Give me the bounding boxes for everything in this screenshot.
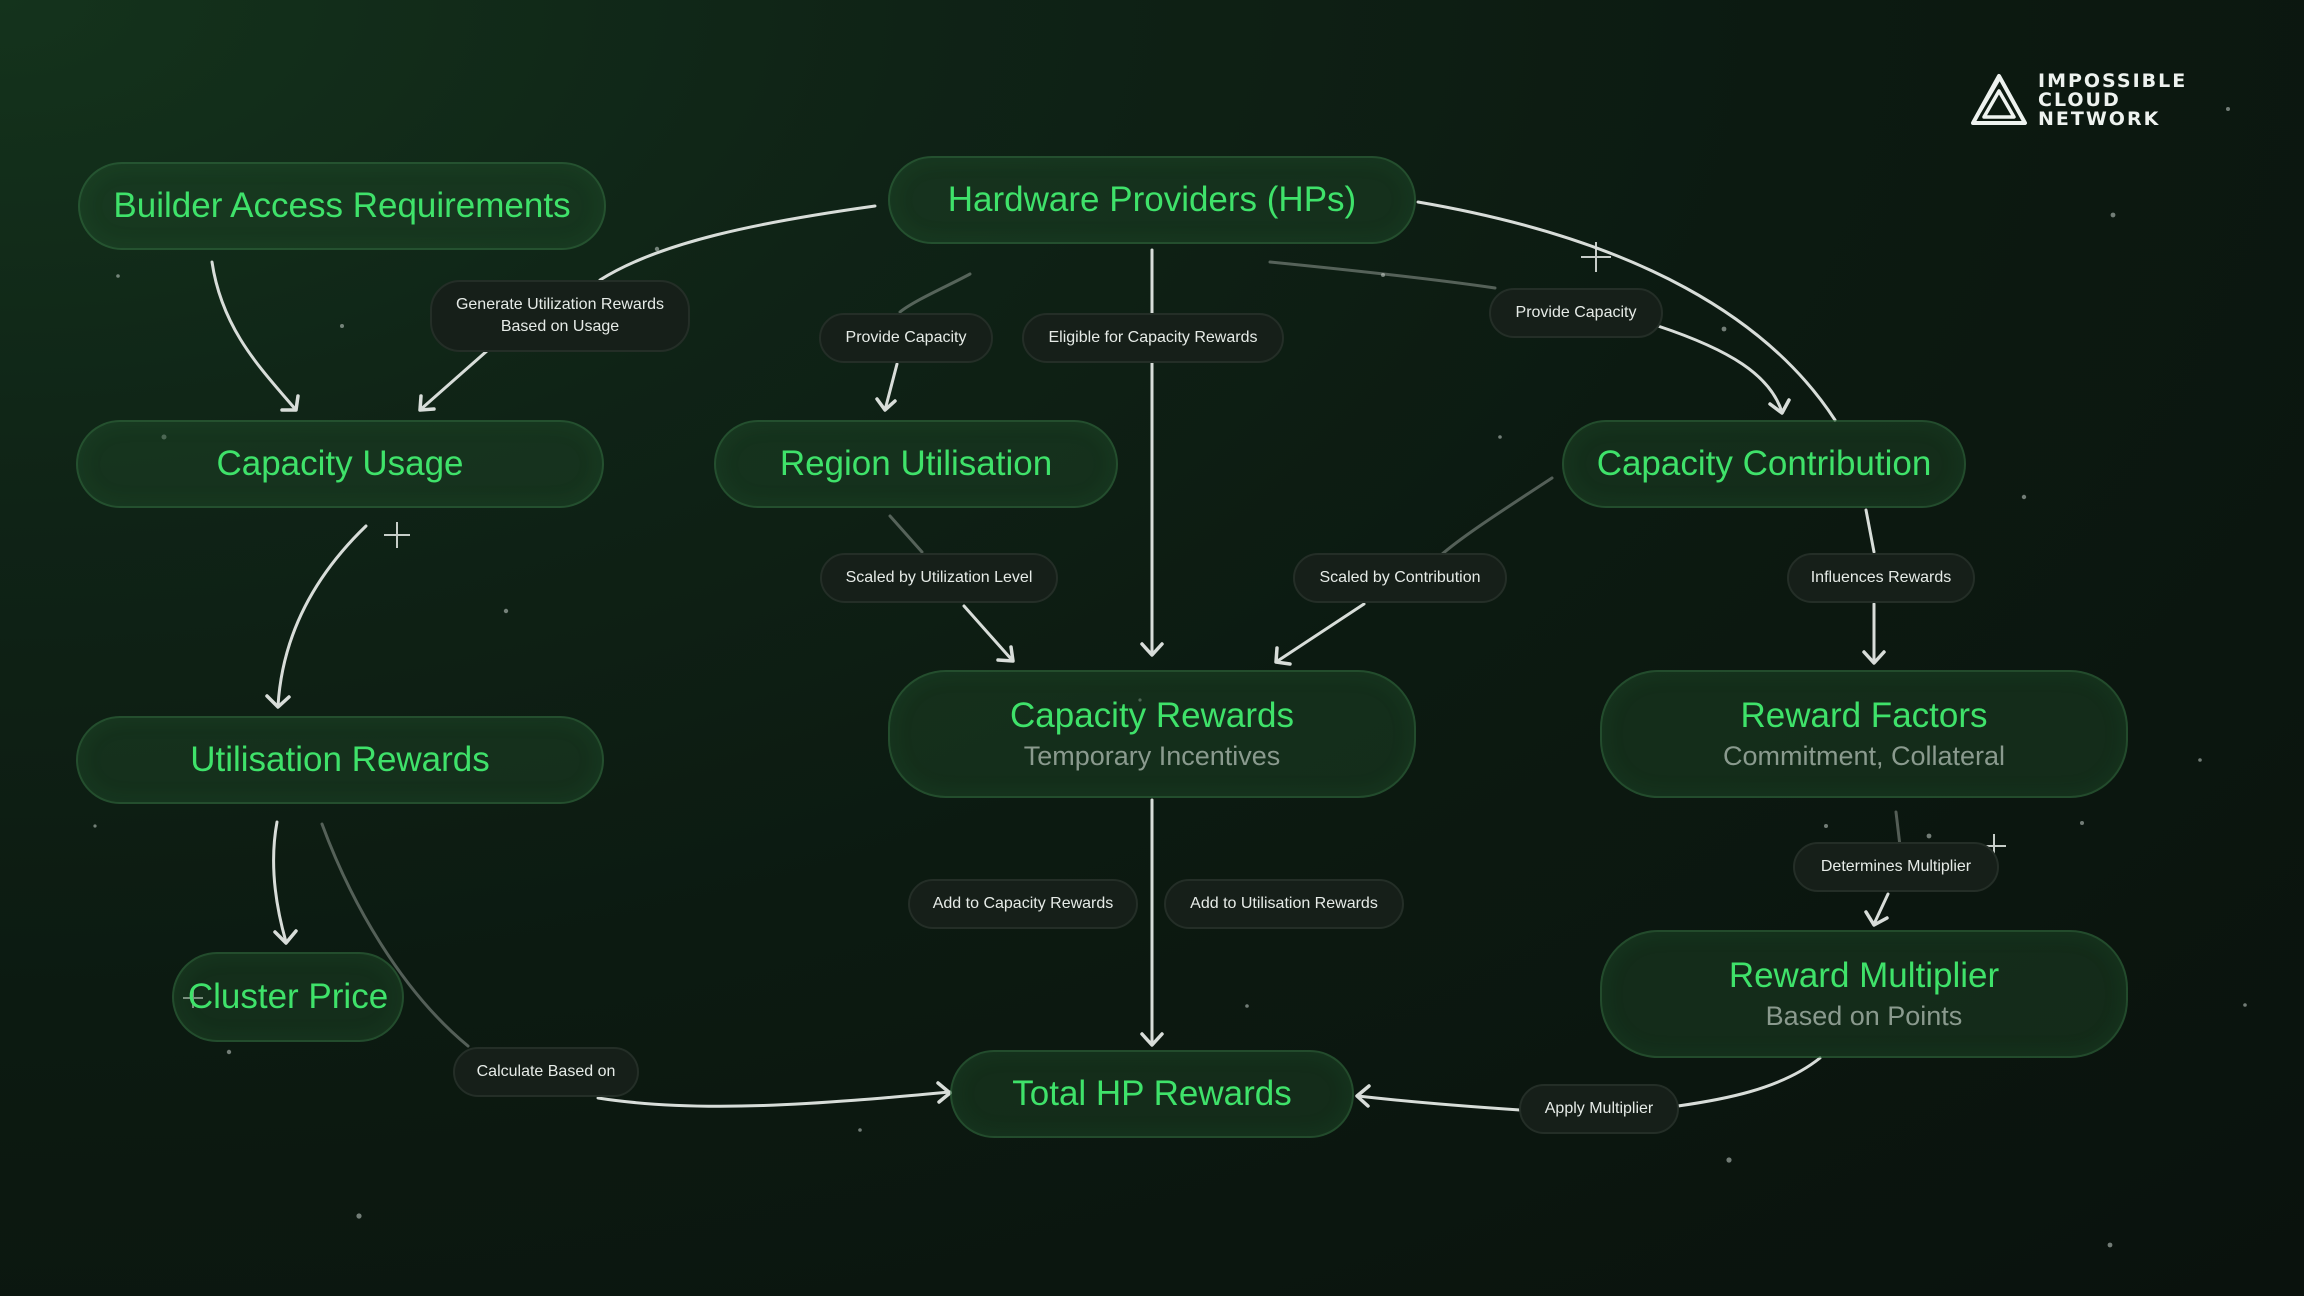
edge-generate-to-usage: [418, 348, 490, 412]
node-utilisation-rewards: Utilisation Rewards: [76, 716, 604, 804]
edge-usage-to-utilisation: [276, 524, 368, 708]
edge-apply-to-total: [1356, 1094, 1522, 1112]
edge-multiplier-to-apply: [1676, 1056, 1822, 1108]
edge-label-text: Scaled by Utilization Level: [845, 569, 1033, 586]
edge-scaled-contribution-to-rewards: [1274, 602, 1366, 664]
node-title: Region Utilisation: [779, 444, 1053, 483]
node-reward-multiplier: Reward Multiplier Based on Points: [1600, 930, 2128, 1058]
arrowhead-utilisation-to-cluster: [273, 929, 298, 945]
edge-label-provide-capacity-right: Provide Capacity: [1489, 288, 1663, 338]
arrowhead-contribution-to-factors: [1862, 650, 1886, 665]
edge-label-text: Add to Capacity Rewards: [932, 895, 1114, 912]
node-capacity-rewards: Capacity Rewards Temporary Incentives: [888, 670, 1416, 798]
brand-line-1: IMPOSSIBLE: [2038, 70, 2188, 92]
edge-label-provide-capacity-left: Provide Capacity: [819, 313, 993, 363]
edge-label-text: Scaled by Contribution: [1319, 569, 1481, 586]
arrowhead-apply-to-total: [1355, 1084, 1371, 1108]
edge-factors-to-determines-faint: [1894, 810, 1902, 848]
impossible-cloud-network-logo-icon: [1971, 73, 2027, 125]
edge-label-text: Influences Rewards: [1810, 569, 1952, 586]
node-hardware-providers: Hardware Providers (HPs): [888, 156, 1416, 244]
arrowhead-usage-to-utilisation: [265, 694, 291, 709]
arrowhead-hp-to-capacity-rewards: [1140, 642, 1164, 657]
edge-hp-to-region-faint: [898, 272, 972, 314]
edge-label-scaled-contribution: Scaled by Contribution: [1293, 553, 1507, 603]
edge-label-apply-multiplier: Apply Multiplier: [1519, 1084, 1679, 1134]
arrowhead-determines-to-multiplier: [1864, 910, 1889, 927]
node-title: Cluster Price: [187, 977, 389, 1016]
node-title: Capacity Contribution: [1596, 444, 1932, 483]
edge-provide-to-contribution: [1656, 324, 1784, 414]
node-title: Builder Access Requirements: [113, 186, 571, 225]
edge-calculate-to-total: [596, 1090, 952, 1108]
brand-logo: IMPOSSIBLE CLOUD NETWORK: [1970, 72, 2187, 129]
arrowhead-provide-to-contribution: [1768, 398, 1791, 415]
arrowhead-scaled-to-capacity-rewards: [996, 645, 1015, 663]
edge-contribution-to-scaled-faint: [1438, 476, 1554, 558]
arrowhead-generate-to-usage: [418, 394, 436, 412]
node-builder-access-requirements: Builder Access Requirements: [78, 162, 606, 250]
edge-label-text: Determines Multiplier: [1820, 858, 1972, 875]
edge-scaled-to-capacity-rewards: [962, 604, 1014, 662]
edge-builder-to-usage: [210, 260, 298, 412]
node-capacity-contribution: Capacity Contribution: [1562, 420, 1966, 508]
node-title: Capacity Rewards: [1010, 696, 1294, 735]
edge-label-text: Eligible for Capacity Rewards: [1048, 329, 1258, 346]
node-cluster-price: Cluster Price: [172, 952, 404, 1042]
node-subtitle: Commitment, Collateral: [1722, 741, 2006, 771]
edge-hp-to-usage: [598, 204, 877, 282]
node-title: Reward Multiplier: [1728, 956, 2000, 995]
arrowhead-builder-to-usage: [280, 394, 300, 412]
edge-label-scaled-utilization: Scaled by Utilization Level: [820, 553, 1058, 603]
brand-line-3: NETWORK: [2038, 108, 2161, 130]
edge-hp-to-contribution-arc: [1416, 200, 1837, 422]
arrowhead-capacity-rewards-to-total: [1140, 1032, 1164, 1047]
edge-label-add-utilisation-rewards: Add to Utilisation Rewards: [1164, 879, 1404, 929]
edge-determines-to-multiplier: [1872, 892, 1890, 926]
node-title: Reward Factors: [1740, 696, 1988, 735]
node-capacity-usage: Capacity Usage: [76, 420, 604, 508]
node-title: Total HP Rewards: [1012, 1074, 1292, 1113]
edge-label-eligible-capacity-rewards: Eligible for Capacity Rewards: [1022, 313, 1284, 363]
edge-utilisation-to-cluster: [272, 820, 288, 944]
edge-region-to-scaled-faint: [888, 514, 924, 554]
node-title: Hardware Providers (HPs): [947, 180, 1357, 219]
edge-label-influences-rewards: Influences Rewards: [1787, 553, 1975, 603]
edge-provide-to-region: [883, 362, 899, 412]
node-title: Capacity Usage: [216, 444, 464, 483]
edge-contribution-to-factors: [1864, 508, 1876, 664]
edge-label-text: Calculate Based on: [476, 1063, 616, 1080]
edge-label-text: Add to Utilisation Rewards: [1190, 895, 1378, 912]
brand-line-2: CLOUD: [2038, 89, 2121, 111]
node-region-utilisation: Region Utilisation: [714, 420, 1118, 508]
edge-label-determines-multiplier: Determines Multiplier: [1793, 842, 1999, 892]
edge-label-line-1: Generate Utilization Rewards: [455, 296, 665, 313]
edge-label-line-2: Based on Usage: [500, 318, 620, 335]
edge-label-text: Apply Multiplier: [1544, 1100, 1654, 1117]
arrowhead-provide-to-region: [875, 397, 897, 412]
edge-label-add-capacity-rewards: Add to Capacity Rewards: [908, 879, 1138, 929]
edge-label-text: Provide Capacity: [1515, 304, 1637, 321]
node-title: Utilisation Rewards: [190, 740, 490, 779]
node-reward-factors: Reward Factors Commitment, Collateral: [1600, 670, 2128, 798]
edge-label-generate-utilization: Generate Utilization Rewards Based on Us…: [430, 280, 690, 352]
edge-utilisation-to-calculate-faint: [320, 822, 470, 1048]
node-subtitle: Based on Points: [1765, 1001, 1963, 1031]
node-total-hp-rewards: Total HP Rewards: [950, 1050, 1354, 1138]
edge-label-text: Provide Capacity: [845, 329, 967, 346]
brand-wordmark: IMPOSSIBLE CLOUD NETWORK: [2038, 72, 2187, 129]
edge-label-calculate-based-on: Calculate Based on: [453, 1047, 639, 1097]
node-subtitle: Temporary Incentives: [1023, 741, 1281, 771]
arrowhead-scaled-contribution-to-rewards: [1274, 646, 1292, 666]
edge-hp-to-contribution-faint: [1268, 260, 1497, 290]
